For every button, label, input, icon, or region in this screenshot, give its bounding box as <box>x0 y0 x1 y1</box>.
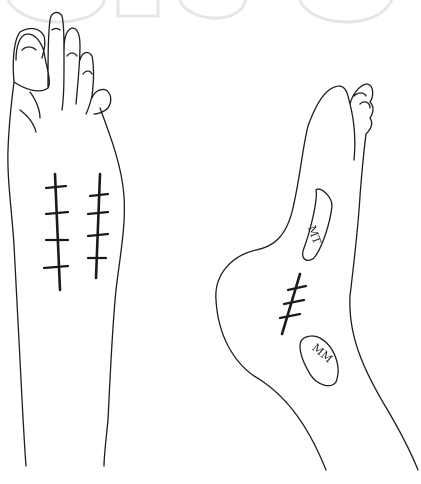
medial-foot: MT MM <box>216 84 418 470</box>
fourth-toe <box>80 53 94 114</box>
medial-foot-outline <box>216 84 418 470</box>
watermark <box>8 0 392 22</box>
dorsal-foot-outline <box>8 29 125 466</box>
incision-medial <box>55 174 60 290</box>
second-toe <box>48 13 64 110</box>
dorsal-foot <box>8 13 125 466</box>
mm-label: MM <box>309 341 335 365</box>
sutures-medial-view <box>280 286 306 318</box>
mt-label: MT <box>305 224 324 247</box>
third-toe <box>64 28 80 104</box>
incision-lateral <box>96 174 100 278</box>
